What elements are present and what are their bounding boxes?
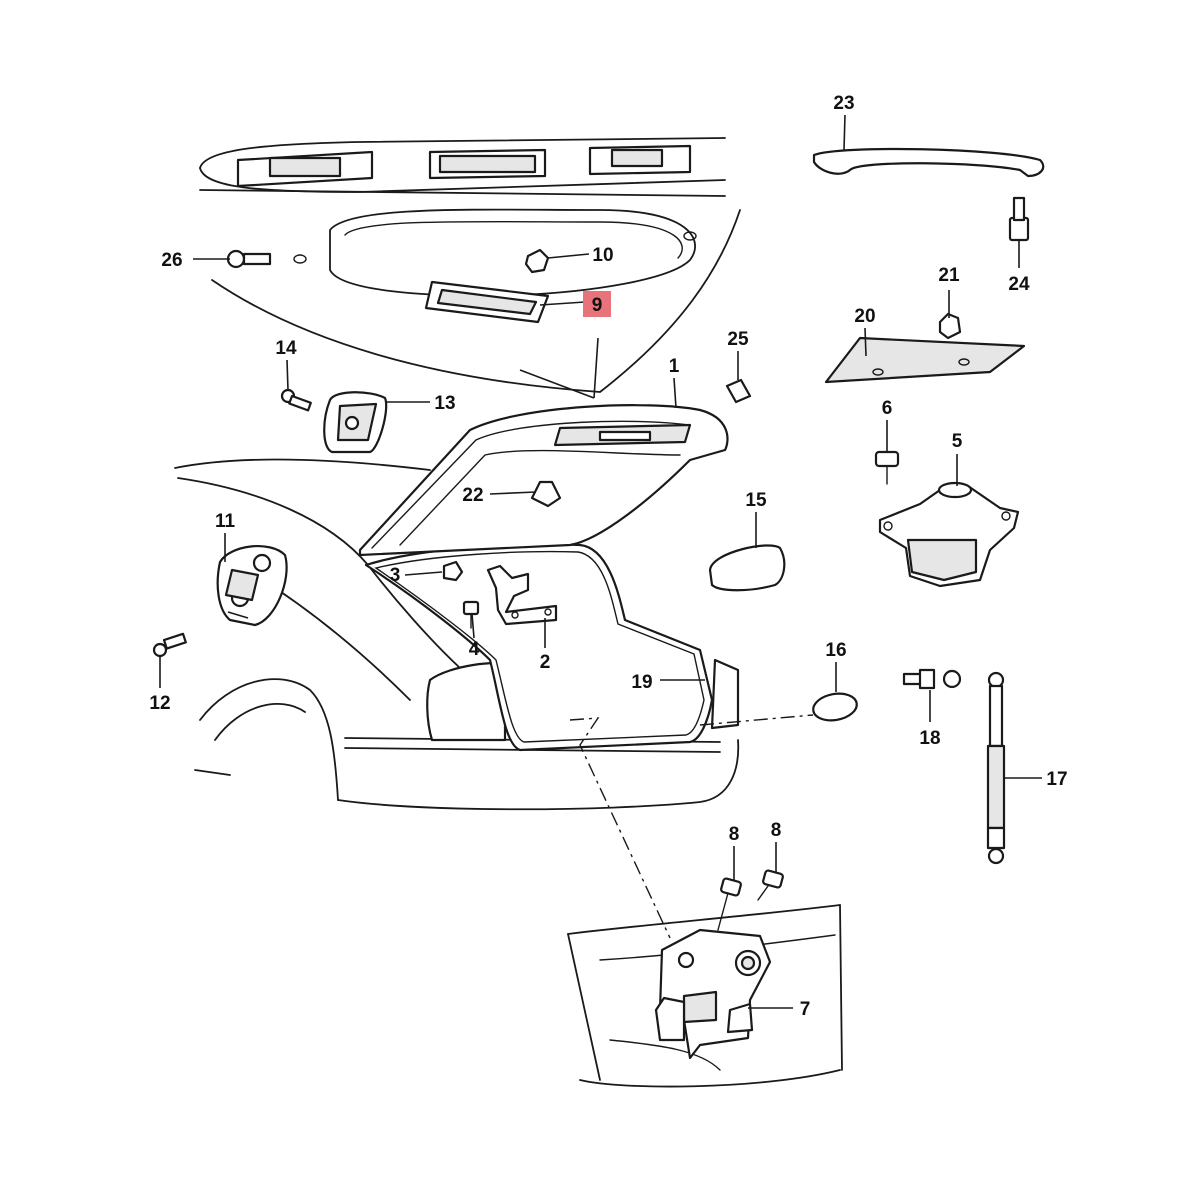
callout-21: 21 [938, 265, 960, 286]
part-15-pad [708, 544, 786, 592]
callout-2: 2 [540, 652, 551, 673]
callout-5: 5 [952, 431, 963, 452]
callout-12: 12 [149, 693, 170, 714]
part-1-tailgate [358, 404, 729, 557]
callout-18: 18 [919, 728, 940, 749]
callout-6: 6 [882, 398, 893, 419]
callout-16: 16 [825, 640, 846, 661]
latch-detail-panel [567, 904, 843, 1088]
callout-3: 3 [390, 565, 401, 586]
leader-lines [159, 114, 1042, 1009]
callout-13: 13 [434, 393, 455, 414]
callout-4: 4 [469, 639, 480, 660]
callout-17: 17 [1046, 769, 1067, 790]
handle-recess-detail [211, 208, 741, 399]
callout-11: 11 [215, 511, 236, 532]
callout-7: 7 [800, 999, 811, 1020]
part-7-latch [654, 928, 772, 1060]
part-16-plug [812, 692, 858, 722]
leader-7 [569, 717, 671, 939]
rear-trim-strip [199, 137, 726, 197]
callout-9-highlight [583, 291, 611, 317]
callout-26: 26 [161, 250, 182, 271]
callout-14: 14 [275, 338, 297, 359]
part-4-bolt [462, 600, 480, 629]
callout-1: 1 [669, 356, 680, 377]
part-17-gas-strut [986, 671, 1006, 865]
callout-9: 9 [592, 295, 603, 316]
part-10-clip [524, 248, 550, 274]
part-11-striker-plate [216, 544, 288, 627]
part-9-boot-handle [424, 280, 550, 324]
part-20-plate [824, 336, 1026, 384]
leader-16 [699, 714, 814, 726]
part-8-bolt-right [757, 869, 784, 901]
callout-15: 15 [745, 490, 767, 511]
callout-22: 22 [462, 485, 483, 506]
part-3-nut [442, 560, 464, 582]
part-5-lock [878, 481, 1020, 588]
part-6-screw [874, 450, 900, 485]
part-8-bolt-left [717, 877, 742, 931]
part-18-ball-stud [902, 668, 962, 690]
part-25-cap [725, 378, 752, 404]
part-22-bump-stop [530, 480, 562, 508]
part-2-hinge [486, 564, 558, 626]
part-21-nut [938, 312, 962, 340]
callout-19: 19 [631, 672, 652, 693]
part-19-trunk-seal [364, 543, 714, 752]
part-24-bolt [1008, 196, 1030, 242]
part-23-spoiler [812, 147, 1045, 178]
part-14-screw [280, 388, 312, 412]
callout-8-right: 8 [771, 820, 782, 841]
part-12-bolt [152, 632, 187, 658]
callout-10: 10 [592, 245, 613, 266]
callout-labels: 1 2 3 4 5 6 7 8 8 9 10 11 12 13 14 15 16… [149, 93, 1067, 1020]
callout-20: 20 [854, 306, 875, 327]
part-26-screw [226, 249, 272, 269]
callout-8-left: 8 [729, 824, 740, 845]
part-13-bracket [323, 391, 388, 454]
callout-25: 25 [727, 329, 749, 350]
callout-24: 24 [1008, 274, 1030, 295]
callout-23: 23 [833, 93, 854, 114]
